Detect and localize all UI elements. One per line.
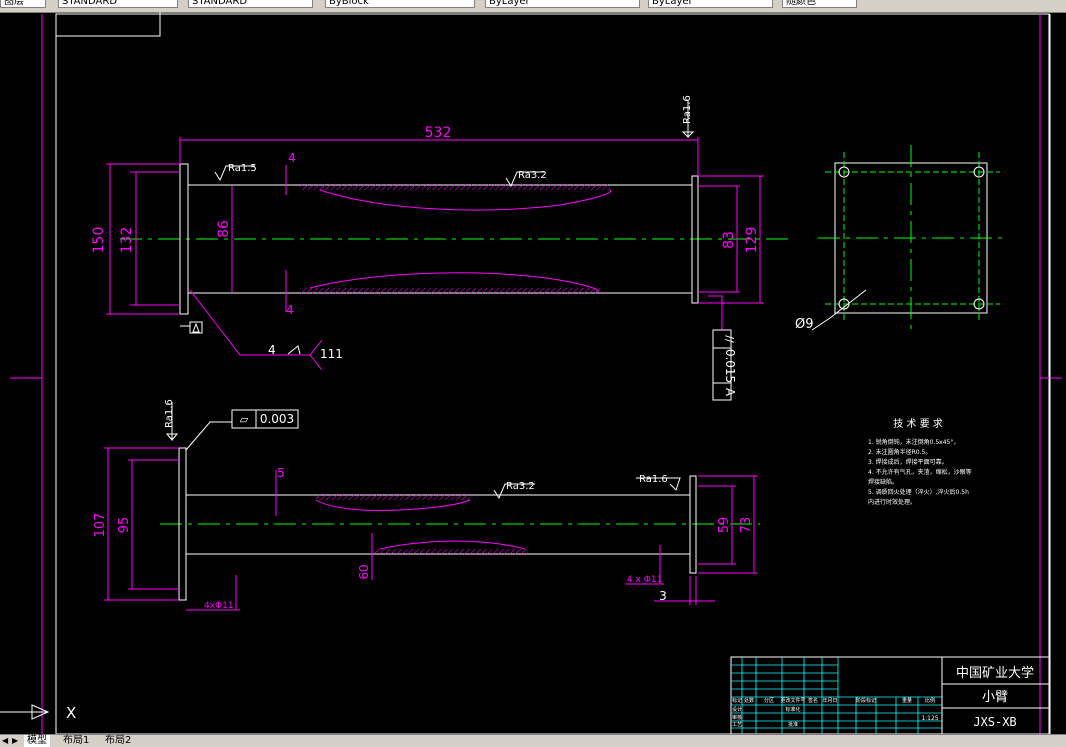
tech-req-line-5: 焊接缺陷。 <box>868 478 898 486</box>
title-label-11: 批准 <box>788 721 798 728</box>
datum-a: A <box>723 388 737 397</box>
side-view: Ø9 <box>795 145 1005 332</box>
tech-req-line-6: 5. 调质回火处理（淬火）,淬火后0.5h <box>868 488 969 496</box>
ucs-icon: X <box>0 704 76 722</box>
ra-3-2-bottom: Ra3.2 <box>506 481 535 492</box>
title-label-4: 更改文件号 <box>780 697 805 704</box>
tab-scroll-first-icon[interactable]: ◀ <box>2 736 9 745</box>
tech-req-line-1: 1. 锐角倒钝，未注倒角0.5x45°， <box>868 438 959 446</box>
standard-combo[interactable]: STANDARD <box>58 0 178 8</box>
drawing-number: JXS-XB <box>973 715 1016 729</box>
ucs-x-label: X <box>66 704 76 722</box>
top-hatch-upper <box>300 184 610 190</box>
ra-1-6-top: Ra1.6 <box>682 95 693 124</box>
dim-4-top: 4 <box>288 151 296 165</box>
dim-4-bottom: 4 <box>286 303 294 317</box>
title-label-10: 工艺 <box>732 722 742 728</box>
title-label-7: 设计 <box>732 706 742 713</box>
dim-73: 73 <box>739 517 754 534</box>
title-label-6: 年月日 <box>822 697 837 704</box>
tech-req-line-2: 2. 未注圆角半径R0.5。 <box>868 448 931 456</box>
title-label-12: 阶段标记 <box>856 697 876 704</box>
holes-right: 4 x Φ11 <box>627 575 662 585</box>
tab-layout1[interactable]: 布局1 <box>63 735 90 746</box>
title-block: 标记 处数 分区 更改文件号 签名 年月日 设计 标准化 审核 工艺 批准 阶段… <box>730 656 1050 734</box>
dim-132: 132 <box>119 227 135 254</box>
svg-text:▱: ▱ <box>240 413 249 426</box>
dim-83: 83 <box>721 231 737 249</box>
ra-3-2-top: Ra3.2 <box>518 170 547 181</box>
ra-1-6-left: Ra1.6 <box>164 399 175 428</box>
dim-60: 60 <box>357 564 371 579</box>
title-label-13: 重量 <box>902 697 912 704</box>
technical-requirements: 技 术 要 求 1. 锐角倒钝，未注倒角0.5x45°， 2. 未注圆角半径R0… <box>868 417 972 506</box>
dim-150: 150 <box>91 227 107 254</box>
ra-1-5: Ra1.5 <box>228 163 257 174</box>
tech-req-title: 技 术 要 求 <box>893 417 943 430</box>
parallelism-frame: // 0.015 A <box>712 329 737 401</box>
part-name: 小臂 <box>982 690 1008 705</box>
drawing-canvas[interactable]: 532 150 132 86 83 129 4 4 Ra1.5 Ra3.2 Ra… <box>0 12 1066 734</box>
flatness-frame: ▱ 0.003 <box>231 409 299 429</box>
layer-combo[interactable]: 图层 <box>0 0 46 8</box>
drawing-frame <box>10 12 1062 734</box>
properties-toolbar: 图层 STANDARD STANDARD ByBlock ByLayer ByL… <box>0 0 1066 13</box>
parallel-tol: 0.015 <box>723 349 737 383</box>
dim-95: 95 <box>117 517 132 534</box>
top-right-flange <box>691 175 699 304</box>
dim-107: 107 <box>93 513 108 538</box>
title-label-1: 标记 <box>732 697 742 704</box>
dim-129: 129 <box>744 227 760 254</box>
tech-req-line-7: 内进行时效处理。 <box>868 498 916 506</box>
dim-86: 86 <box>216 220 232 238</box>
plotstyle-combo[interactable]: 随颜色 <box>782 0 857 8</box>
title-label-9: 审核 <box>732 714 742 721</box>
layout-tab-bar: ◀ ▶ 模型 布局1 布局2 <box>0 734 1066 747</box>
top-left-flange <box>179 163 189 315</box>
dim-5: 5 <box>277 466 285 480</box>
weld-size: 4 <box>268 343 276 357</box>
flatness-tol: 0.003 <box>260 412 294 426</box>
lineweight-combo[interactable]: ByLayer <box>648 0 773 8</box>
dim-3: 3 <box>659 589 667 603</box>
top-view: 532 150 132 86 83 129 4 4 Ra1.5 Ra3.2 Ra… <box>91 95 790 401</box>
dim-59: 59 <box>717 517 732 534</box>
ra-1-6-right: Ra1.6 <box>639 474 668 485</box>
color-combo[interactable]: ByBlock <box>325 0 475 8</box>
title-label-8: 标准化 <box>785 706 800 713</box>
hole-dia: Ø9 <box>795 317 814 332</box>
dim-532: 532 <box>425 125 452 141</box>
school-name: 中国矿业大学 <box>956 665 1034 681</box>
datum-a-marker <box>180 321 203 334</box>
weld-code: 111 <box>320 347 343 361</box>
tab-layout2[interactable]: 布局2 <box>105 735 132 746</box>
linetype-combo[interactable]: ByLayer <box>485 0 640 8</box>
holes-left: 4xΦ11 <box>204 601 234 611</box>
tech-req-line-3: 3. 焊接成后，焊接平面可靠。 <box>868 458 948 466</box>
title-label-2: 处数 <box>744 697 754 704</box>
title-label-3: 分区 <box>764 697 774 704</box>
title-label-14: 比例 <box>925 697 935 704</box>
svg-text://: // <box>723 335 736 343</box>
bottom-view: 107 95 5 60 59 73 4xΦ11 4 x Φ11 3 Ra1.6 … <box>93 399 760 611</box>
title-label-5: 签名 <box>808 697 818 704</box>
tab-model[interactable]: 模型 <box>24 735 50 747</box>
top-hatch-lower <box>300 288 600 294</box>
tab-scroll-next-icon[interactable]: ▶ <box>12 736 19 745</box>
text-style-combo[interactable]: STANDARD <box>188 0 313 8</box>
scale-value: 1:125 <box>921 715 938 722</box>
tech-req-line-4: 4. 不允许有气孔，夹渣，缩松，沙眼等 <box>868 468 972 476</box>
